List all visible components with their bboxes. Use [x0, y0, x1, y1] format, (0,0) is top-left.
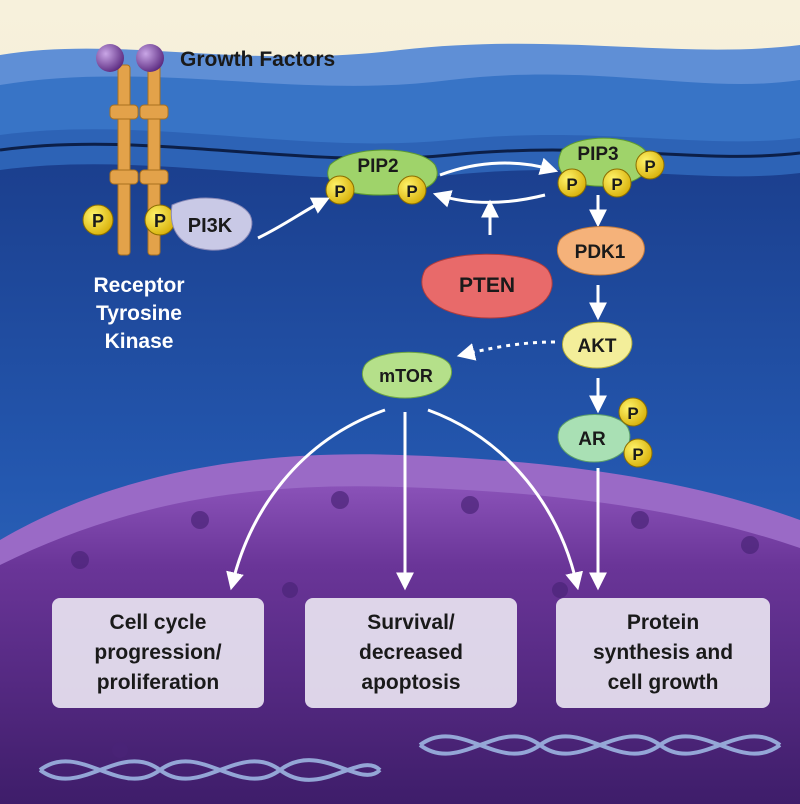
arrow-akt-to-mtor — [456, 340, 556, 361]
mtor-node: mTOR — [362, 351, 453, 399]
phosphate-label: P — [644, 157, 655, 176]
outcome-protein-line3: cell growth — [608, 671, 719, 694]
phosphate-label: P — [406, 182, 417, 201]
outcome-cell-cycle-line2: progression/ — [94, 641, 221, 664]
outcome-survival-line3: apoptosis — [361, 671, 460, 694]
mtor-label: mTOR — [379, 366, 433, 386]
akt-node: AKT — [562, 321, 633, 369]
pip2-node: PIP2 P P — [325, 149, 438, 205]
pip3-node: PIP3 P P P — [557, 137, 665, 198]
pdk1-label: PDK1 — [575, 242, 626, 263]
phosphate-label: P — [627, 404, 638, 423]
arrow-pi3k-to-pip2 — [257, 197, 330, 240]
arrow-mtor-to-protein — [427, 408, 583, 591]
growth-factors-label: Growth Factors — [180, 48, 335, 71]
pten-label: PTEN — [459, 274, 515, 297]
outcome-protein-line1: Protein — [627, 611, 699, 634]
pi3k-node: PI3K — [170, 197, 253, 251]
pip2-label: PIP2 — [357, 156, 398, 177]
phosphate-label: P — [611, 175, 622, 194]
pip3-label: PIP3 — [577, 144, 618, 165]
arrow-mtor-to-cell-cycle — [226, 408, 386, 591]
pten-node: PTEN — [421, 253, 553, 319]
phosphate-label: P — [154, 211, 166, 231]
ar-node: AR P P — [557, 397, 653, 468]
pi3k-label: PI3K — [188, 215, 233, 237]
membrane-line — [0, 142, 800, 160]
akt-label: AKT — [577, 336, 616, 357]
outcome-protein-line2: synthesis and — [593, 641, 733, 664]
phosphate-label: P — [92, 211, 104, 231]
growth-factor-ball-2 — [136, 44, 164, 72]
phosphate-label: P — [334, 182, 345, 201]
ar-label: AR — [578, 429, 606, 450]
outcome-cell-cycle: Cell cycle progression/ proliferation — [52, 598, 264, 708]
outcome-survival-line2: decreased — [359, 641, 463, 664]
receptor-label-line2: Tyrosine — [96, 302, 182, 325]
growth-factor-ball-1 — [96, 44, 124, 72]
nuclear-pores — [71, 491, 759, 758]
dna-helix-right — [418, 734, 782, 756]
outcome-survival-line1: Survival/ — [367, 611, 455, 634]
arrow-pip2-to-pip3 — [439, 157, 559, 177]
phosphate-label: P — [632, 445, 643, 464]
receptor-phosphate-right: P — [144, 204, 176, 236]
phosphate-label: P — [566, 175, 577, 194]
dna-helix-left — [38, 758, 382, 782]
receptor-label-line3: Kinase — [105, 330, 174, 353]
outcome-cell-cycle-line1: Cell cycle — [110, 611, 207, 634]
receptor-phosphate-left: P — [82, 204, 114, 236]
outcome-cell-cycle-line3: proliferation — [97, 671, 220, 694]
outcome-protein: Protein synthesis and cell growth — [556, 598, 770, 708]
pdk1-node: PDK1 — [557, 226, 645, 276]
outcome-survival: Survival/ decreased apoptosis — [305, 598, 517, 708]
receptor-label-line1: Receptor — [93, 274, 184, 297]
